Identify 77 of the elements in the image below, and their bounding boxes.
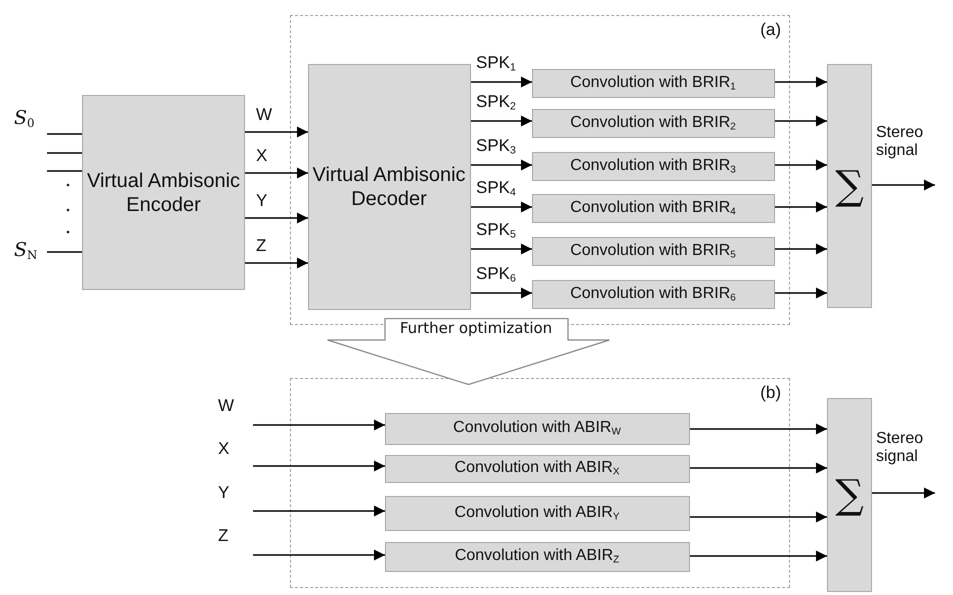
edge-label: SPK$_{3}$ xyxy=(476,137,516,158)
sum-symbol: ∑ xyxy=(835,471,864,519)
arrow xyxy=(245,258,308,268)
summation-block xyxy=(827,398,872,592)
arrow xyxy=(775,288,827,298)
summation-block xyxy=(827,64,872,308)
block-arrow xyxy=(327,318,610,385)
sum-symbol: ∑ xyxy=(835,162,864,210)
edge-label: S$_{N}$ xyxy=(14,240,38,262)
arrow xyxy=(471,160,532,170)
arrow xyxy=(775,76,827,88)
edge-label: Y xyxy=(218,484,230,503)
arrow xyxy=(471,116,532,126)
box-text: Convolution with BRIR$_{1}$ xyxy=(570,72,736,94)
process-box xyxy=(384,496,690,530)
edge-label: SPK$_{1}$ xyxy=(476,54,516,74)
arrow xyxy=(471,76,532,88)
edge-label: SPK$_{6}$ xyxy=(476,265,516,286)
box-text: Convolution with BRIR$_{4}$ xyxy=(570,198,736,218)
arrow xyxy=(775,244,827,254)
process-box xyxy=(532,280,774,308)
box-text: Convolution with ABIR$_{Y}$ xyxy=(454,502,620,524)
box-text: Convolution with ABIR$_{X}$ xyxy=(454,458,620,479)
arrow xyxy=(253,460,385,472)
process-box xyxy=(82,95,245,290)
dashed-group-frame xyxy=(290,378,790,588)
arrow xyxy=(775,160,827,170)
arrow-text: Further optimization xyxy=(398,319,554,337)
edge-label: SPK$_{4}$ xyxy=(476,179,516,200)
edge-label: W xyxy=(218,397,234,416)
arrow xyxy=(690,512,827,522)
arrow xyxy=(245,168,308,178)
box-text: Convolution with ABIR$_{W}$ xyxy=(453,418,621,439)
box-text: Convolution with ABIR$_{Z}$ xyxy=(454,546,620,567)
process-box xyxy=(532,152,774,180)
box-text: Convolution with BRIR$_{2}$ xyxy=(570,112,736,134)
box-text: Convolution with BRIR$_{5}$ xyxy=(570,240,736,262)
process-box xyxy=(532,194,774,222)
box-text: Convolution with BRIR$_{6}$ xyxy=(570,284,736,304)
box-text: Convolution with BRIR$_{3}$ xyxy=(570,156,736,176)
edge-label: W xyxy=(256,106,272,125)
edge-label: SPK$_{5}$ xyxy=(476,221,516,242)
arrow xyxy=(245,212,308,224)
process-box xyxy=(384,412,690,444)
process-box xyxy=(308,64,470,310)
process-box xyxy=(384,542,690,572)
box-text: Virtual Ambisonic Decoder xyxy=(311,162,467,210)
edge-label: Y xyxy=(256,192,268,211)
arrow xyxy=(471,202,532,212)
process-box xyxy=(532,68,774,98)
process-box xyxy=(384,454,690,482)
box-text: Virtual Ambisonic Encoder xyxy=(86,168,242,216)
edge-label: Stereo signal xyxy=(876,430,924,466)
arrow xyxy=(872,180,935,190)
arrow xyxy=(245,126,308,138)
arrow xyxy=(690,424,827,434)
arrow xyxy=(471,288,532,298)
arrow xyxy=(471,244,532,254)
arrow xyxy=(253,506,385,516)
panel-label: (a) xyxy=(760,20,781,40)
edge-label: Stereo signal xyxy=(876,124,924,160)
edge-label: Z xyxy=(218,527,228,546)
panel-label: (b) xyxy=(760,383,781,403)
arrow xyxy=(872,488,935,498)
arrow xyxy=(253,550,385,560)
edge-label: SPK$_{2}$ xyxy=(476,93,516,114)
arrow xyxy=(775,116,827,126)
arrow xyxy=(253,420,385,430)
process-box xyxy=(532,236,774,266)
arrow xyxy=(690,462,827,474)
arrow xyxy=(775,202,827,212)
edge-label: Z xyxy=(256,237,266,256)
edge-label: X xyxy=(218,440,230,459)
edge-label: X xyxy=(256,147,268,166)
arrow xyxy=(690,550,827,562)
edge-label: S$_{0}$ xyxy=(14,108,35,130)
process-box xyxy=(532,108,774,138)
